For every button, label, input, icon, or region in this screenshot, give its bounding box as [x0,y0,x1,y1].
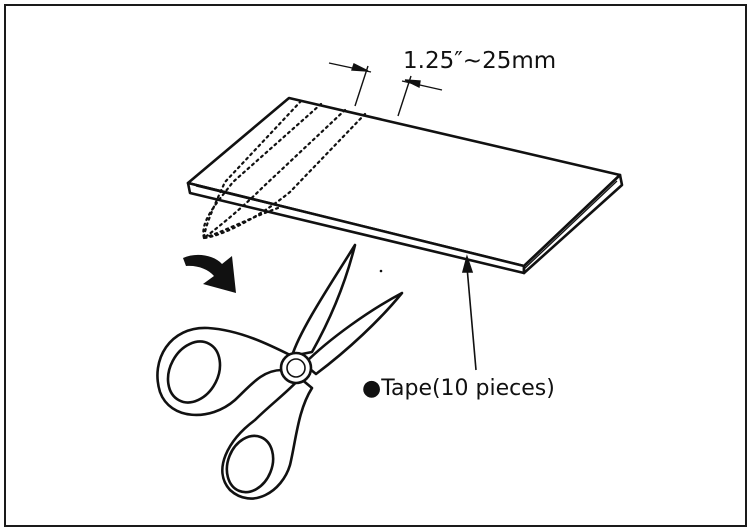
peeled-tape-strips [202,99,367,240]
tape-label: ●Tape(10 pieces) [362,376,555,401]
scissors-icon [156,243,404,500]
dimension-label: 1.25″∼25mm [403,48,556,74]
curved-arrow-icon [183,254,236,293]
stray-dot [379,269,383,273]
diagram-frame [4,4,747,527]
tape-front-inner-line [195,185,519,265]
tape-stack [186,96,624,275]
tape-side-inner-line [523,180,618,270]
tape-pointer [461,254,477,371]
dimension-marker [328,62,443,117]
